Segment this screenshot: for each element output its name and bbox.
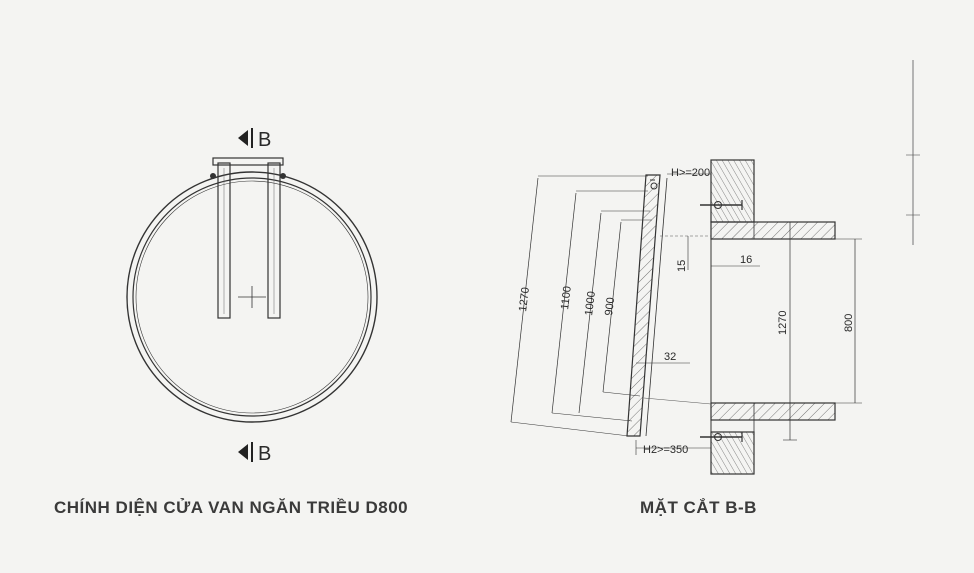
front-view-caption: CHÍNH DIỆN CỬA VAN NGĂN TRIỀU D800 [54, 498, 409, 517]
svg-text:1000: 1000 [583, 291, 598, 317]
dim-15: 15 [676, 236, 689, 272]
section-mark-top: B [238, 128, 271, 151]
svg-text:1270: 1270 [777, 311, 789, 335]
section-view: H>=200 H2>=350 1270 1100 1000 900 [510, 159, 862, 475]
page-edge-marks [906, 60, 920, 245]
dim-32: 32 [636, 351, 690, 364]
wall-top [710, 159, 755, 223]
dim-h-bottom: H2>=350 [643, 444, 688, 456]
top-frame-bar [212, 157, 284, 166]
dim-h-top: H>=200 [671, 167, 710, 179]
dim-900: 900 [602, 219, 652, 397]
section-view-caption: MẶT CẮT B-B [640, 498, 757, 517]
strap-right [267, 162, 281, 319]
svg-text:900: 900 [603, 297, 617, 317]
svg-text:1100: 1100 [559, 285, 574, 310]
svg-text:16: 16 [740, 254, 752, 266]
svg-text:32: 32 [664, 351, 676, 363]
center-mark [238, 286, 266, 308]
dim-1270-right: 1270 [777, 221, 797, 441]
front-view: B B [126, 128, 378, 465]
inner-ring [132, 177, 372, 417]
dim-1270-left: 1270 [510, 175, 648, 437]
dim-1100: 1100 [551, 190, 648, 422]
pipe-wall-top [710, 221, 836, 240]
outer-ring [126, 171, 378, 423]
dim-1000: 1000 [578, 210, 650, 414]
svg-text:800: 800 [843, 314, 855, 332]
svg-text:1270: 1270 [517, 287, 532, 313]
svg-text:15: 15 [676, 260, 688, 272]
anchor-bolt-bottom [700, 432, 743, 442]
wall-bottom [710, 431, 755, 475]
pipe-wall-bottom [710, 402, 836, 421]
valve-plate [626, 174, 668, 437]
section-mark-bottom: B [238, 442, 271, 465]
inner-ring-edge [135, 180, 369, 414]
anchor-bolt-top [700, 200, 743, 210]
section-mark-bottom-label: B [258, 443, 271, 465]
dim-800: 800 [835, 238, 862, 404]
dim-16: 16 [711, 254, 760, 267]
section-mark-top-label: B [258, 129, 271, 151]
strap-left [217, 162, 231, 319]
